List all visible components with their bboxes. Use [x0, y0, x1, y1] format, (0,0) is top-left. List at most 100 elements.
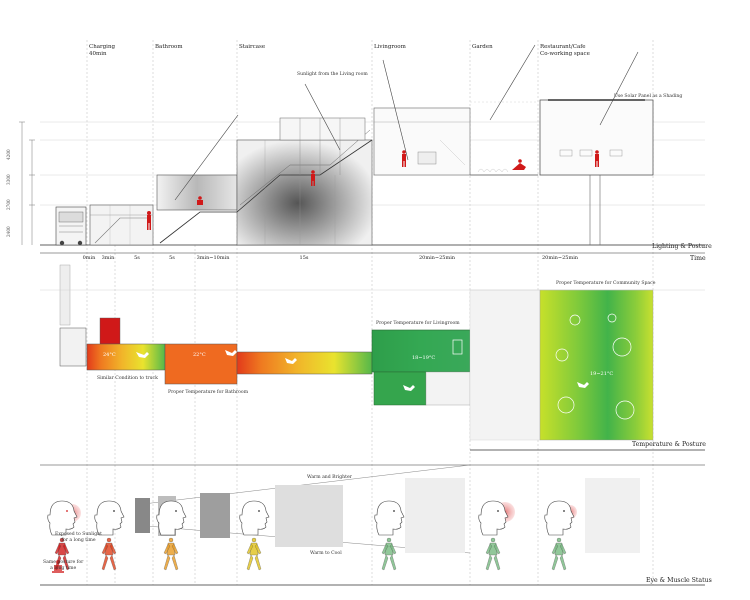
sunlight-exposed-note: Exposed to Sunlight for a long time: [55, 532, 102, 543]
column-header-restaurant: Restaurant/Cafe Co-working space: [540, 44, 590, 57]
column-header-garden: Garden: [472, 44, 493, 50]
person-figure-garden: [512, 159, 526, 170]
person-figure-restaurant: [595, 150, 599, 167]
body-part: [556, 537, 562, 543]
posture-icon-5: [577, 382, 589, 388]
eye-mark: [113, 510, 115, 512]
body-part: [559, 554, 567, 571]
body-part: [168, 537, 174, 543]
staircase-section: [156, 83, 373, 246]
body-part: [254, 554, 262, 571]
temp-label-living: 18~19°C: [412, 355, 436, 361]
walking-body: [551, 537, 567, 571]
body-part: [389, 554, 397, 571]
column-header-bathroom: Bathroom: [155, 44, 183, 50]
section-label-lighting: Lighting & Posture: [652, 243, 712, 250]
body-part: [551, 554, 559, 571]
person-figure-living: [402, 150, 406, 167]
body-part: [163, 543, 171, 555]
posture-icons: [136, 339, 589, 391]
time-7: 20min~25min: [541, 255, 579, 261]
body-part: [171, 554, 179, 571]
temp-label-truck: 24°C: [103, 352, 116, 358]
walking-body: [246, 537, 262, 571]
dimension-4200: 4200: [6, 149, 11, 160]
body-part: [101, 543, 109, 555]
time-6: 20min~25min: [418, 255, 456, 261]
body-part: [171, 543, 179, 555]
same-posture-note: Same posture for a long time: [43, 560, 84, 571]
warm-bright-note: Warm and Brighter: [307, 475, 352, 480]
solar-panel-note: Use Solar Panel as a Shading: [614, 94, 683, 99]
profile-head: [94, 500, 125, 536]
posture-icon-3: [285, 358, 297, 364]
posture-icon-6: [452, 339, 463, 355]
profile-head: [544, 500, 575, 536]
column-header-livingroom: Livingroom: [374, 44, 406, 50]
temp-label-community: 19~21°C: [590, 371, 614, 377]
living-temp-note: Proper Temperature for Livingroom: [376, 321, 460, 326]
body-part: [485, 543, 493, 555]
body-part: [251, 537, 257, 543]
time-1: 3min: [101, 255, 115, 261]
time-4: 3min~10min: [196, 255, 230, 261]
posture-icon-4: [403, 385, 415, 391]
body-part: [381, 554, 389, 571]
corridor-warm-zone: [86, 343, 166, 371]
community-temp-note: Proper Temperature for Community Space: [556, 281, 656, 286]
dimension-ticks: [19, 121, 35, 245]
body-part: [109, 554, 117, 571]
body-part: [381, 543, 389, 555]
eye-mark: [393, 510, 395, 512]
body-part: [101, 554, 109, 571]
body-part: [106, 537, 112, 543]
person-figures-top: [147, 150, 599, 230]
body-part: [62, 554, 70, 571]
body-part: [59, 537, 65, 543]
temperature-plan: [59, 264, 654, 441]
truck-section: [55, 206, 87, 246]
profile-head: [239, 500, 270, 536]
posture-icon-1: [136, 352, 149, 358]
eye-mark: [563, 510, 565, 512]
eye-mark: [66, 510, 68, 512]
body-part: [54, 543, 62, 555]
walking-body: [485, 537, 501, 571]
dimension-3300: 3300: [6, 174, 11, 185]
dimension-2700: 2700: [6, 199, 11, 210]
body-part: [246, 554, 254, 571]
column-header-charging: Charging 40min: [89, 44, 116, 57]
body-part: [62, 543, 70, 555]
eye-mark: [497, 510, 499, 512]
section-label-eye: Eye & Muscle Status: [646, 577, 712, 584]
profile-head: [478, 500, 509, 536]
body-part: [485, 554, 493, 571]
temp-label-bathroom: 22°C: [193, 352, 206, 358]
body-part: [493, 543, 501, 555]
column-header-staircase: Staircase: [239, 44, 266, 50]
walking-body: [163, 537, 179, 571]
person-figure-bathroom: [147, 211, 151, 230]
profile-head: [47, 500, 78, 536]
section-label-temperature: Temperature & Posture: [632, 441, 706, 448]
bathroom-temp-zone: [164, 343, 238, 385]
eye-mark: [258, 510, 260, 512]
dimension-2400: 2400: [6, 226, 11, 237]
community-temp-zone: [539, 289, 654, 441]
section-label-time: Time: [690, 255, 706, 262]
sunlight-note: Sunlight from the Living room: [297, 72, 368, 77]
body-part: [490, 537, 496, 543]
community-tables: [555, 313, 635, 420]
body-part: [493, 554, 501, 571]
walking-body: [381, 537, 397, 571]
person-figure-stair: [311, 170, 315, 186]
body-part: [109, 543, 117, 555]
body-part: [163, 554, 171, 571]
bathroom-temp-note: Proper Temperature for Bathroom: [168, 390, 249, 395]
time-3: 5s: [169, 255, 175, 261]
profile-head: [374, 500, 405, 536]
body-part: [386, 537, 392, 543]
